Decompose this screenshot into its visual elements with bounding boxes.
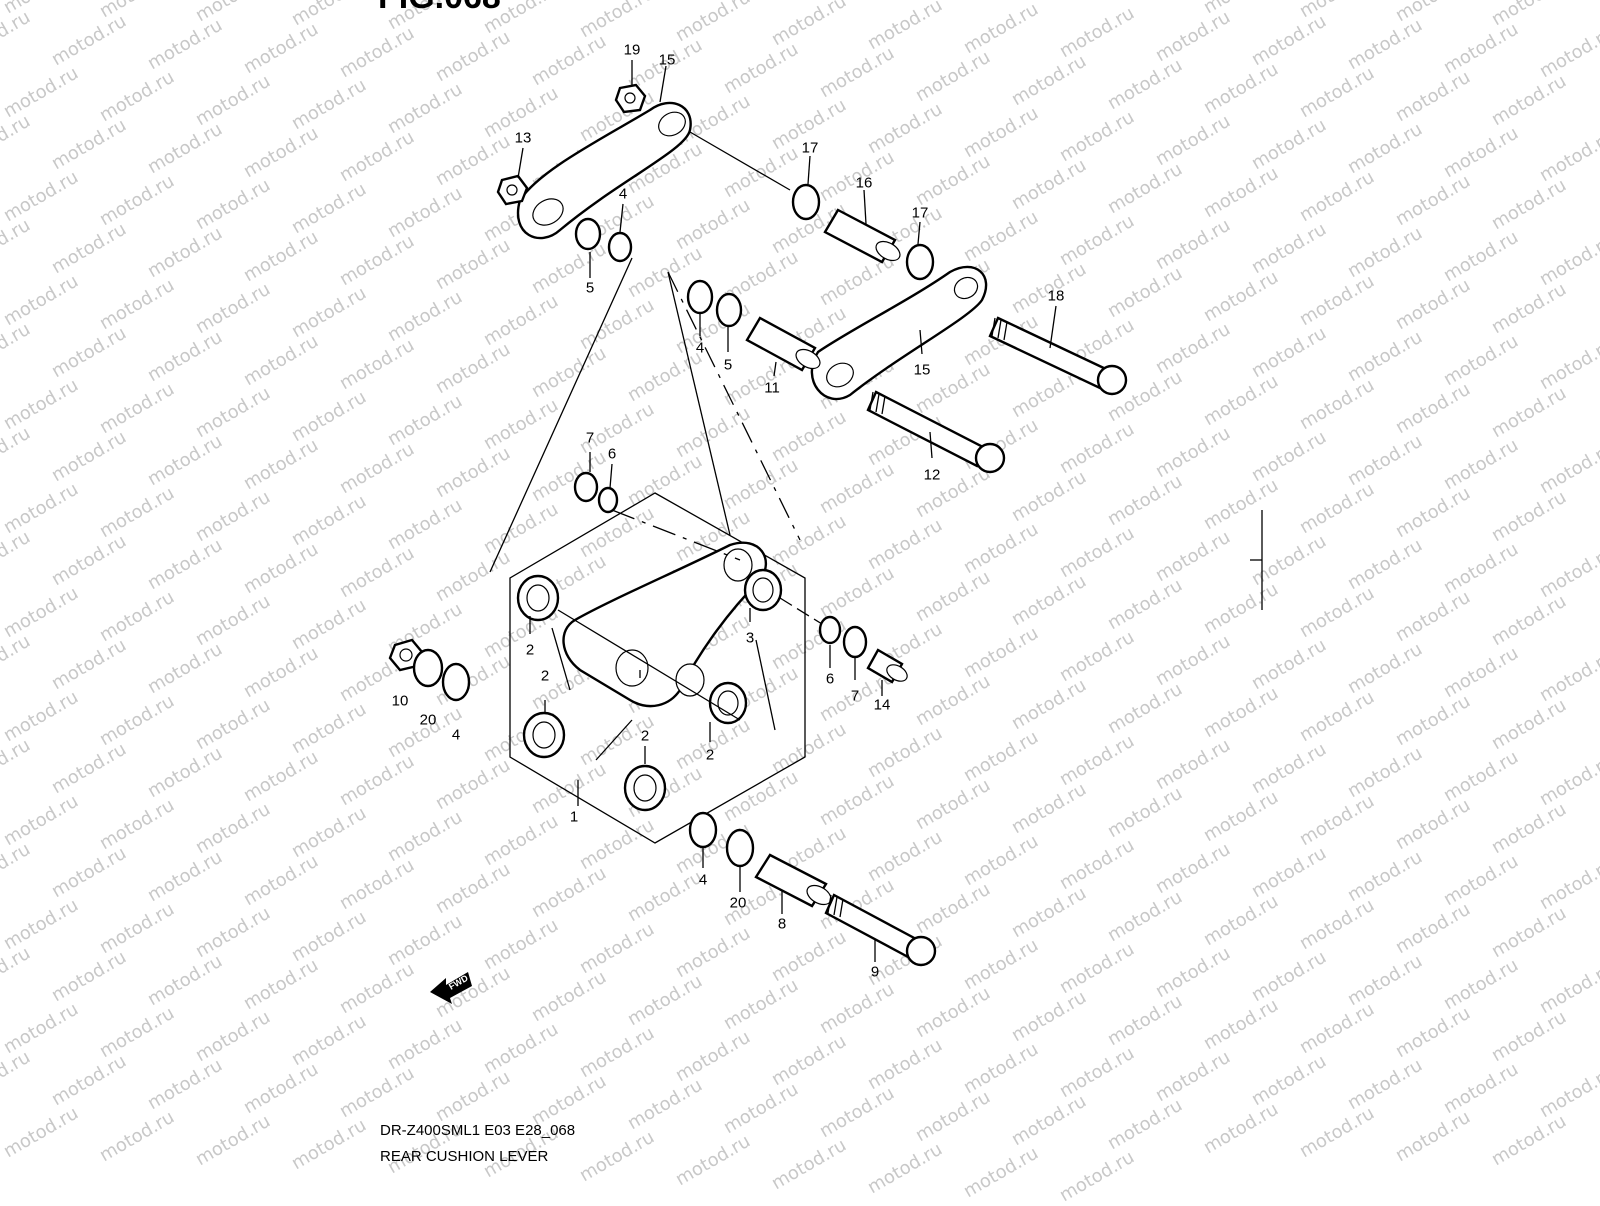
model-code: DR-Z400SML1 E03 E28_068 <box>380 1122 576 1139</box>
bearing-2-a <box>516 574 560 622</box>
washer-20-left <box>412 648 444 688</box>
callout-18: 18 <box>1047 287 1065 305</box>
callout-20: 20 <box>419 711 437 729</box>
figure-title: FIG.068 <box>378 0 501 17</box>
callout-4: 4 <box>698 871 708 889</box>
callout-4: 4 <box>451 726 461 744</box>
fwd-label: FWD <box>447 973 470 992</box>
washer-5-mid <box>715 292 743 328</box>
callout-1: 1 <box>569 808 579 826</box>
figure-name: REAR CUSHION LEVER <box>380 1148 549 1165</box>
callout-13: 13 <box>514 129 532 147</box>
callout-5: 5 <box>723 356 733 374</box>
callout-19: 19 <box>623 41 641 59</box>
callout-6: 6 <box>607 445 617 463</box>
washer-7-upper <box>573 471 599 503</box>
fwd-arrow-icon <box>430 972 472 1004</box>
callout-9: 9 <box>870 963 880 981</box>
spacer-14 <box>866 648 908 684</box>
bearing-2-d <box>623 764 667 812</box>
assembly-outline <box>509 492 806 844</box>
washer-5-upper <box>574 217 602 251</box>
callout-7: 7 <box>850 687 860 705</box>
callout-2: 2 <box>705 746 715 764</box>
bolt-18 <box>988 316 1128 396</box>
callout-12: 12 <box>923 466 941 484</box>
callout-2: 2 <box>525 641 535 659</box>
callout-5: 5 <box>585 279 595 297</box>
link-rod-upper <box>516 101 692 240</box>
bearing-2-c <box>708 681 748 725</box>
washer-17-upper <box>791 183 821 221</box>
callout-17: 17 <box>911 204 929 222</box>
callout-20: 20 <box>729 894 747 912</box>
seal-4-left <box>441 662 471 702</box>
callout-2: 2 <box>540 667 550 685</box>
bearing-2-b <box>522 711 566 759</box>
callout-4: 4 <box>695 339 705 357</box>
washer-7-right <box>842 625 868 659</box>
callout-3: 3 <box>745 629 755 647</box>
callout-2: 2 <box>640 727 650 745</box>
spacer-11 <box>745 316 821 372</box>
nut-19 <box>614 83 647 114</box>
washer-17-lower <box>905 243 935 281</box>
spacer-16 <box>823 208 901 264</box>
callout-17: 17 <box>801 139 819 157</box>
seal-4-upper <box>607 231 633 263</box>
bolt-12 <box>866 390 1006 474</box>
callout-6: 6 <box>825 670 835 688</box>
callout-16: 16 <box>855 174 873 192</box>
callout-15: 15 <box>658 51 676 69</box>
seal-4-bottom <box>688 811 718 849</box>
callout-8: 8 <box>777 915 787 933</box>
seal-6-right <box>818 615 842 645</box>
callout-11: 11 <box>764 379 780 397</box>
spacer-8 <box>754 853 832 908</box>
seal-6-upper <box>597 486 619 514</box>
link-rod-lower <box>810 265 988 401</box>
callout-7: 7 <box>585 429 595 447</box>
callout-10: 10 <box>391 692 409 710</box>
callout-14: 14 <box>873 696 891 714</box>
callout-4: 4 <box>618 185 628 203</box>
bolt-9 <box>824 893 937 967</box>
leader-lines <box>489 60 1263 962</box>
bearing-3 <box>743 568 783 612</box>
callout-15: 15 <box>913 361 931 379</box>
